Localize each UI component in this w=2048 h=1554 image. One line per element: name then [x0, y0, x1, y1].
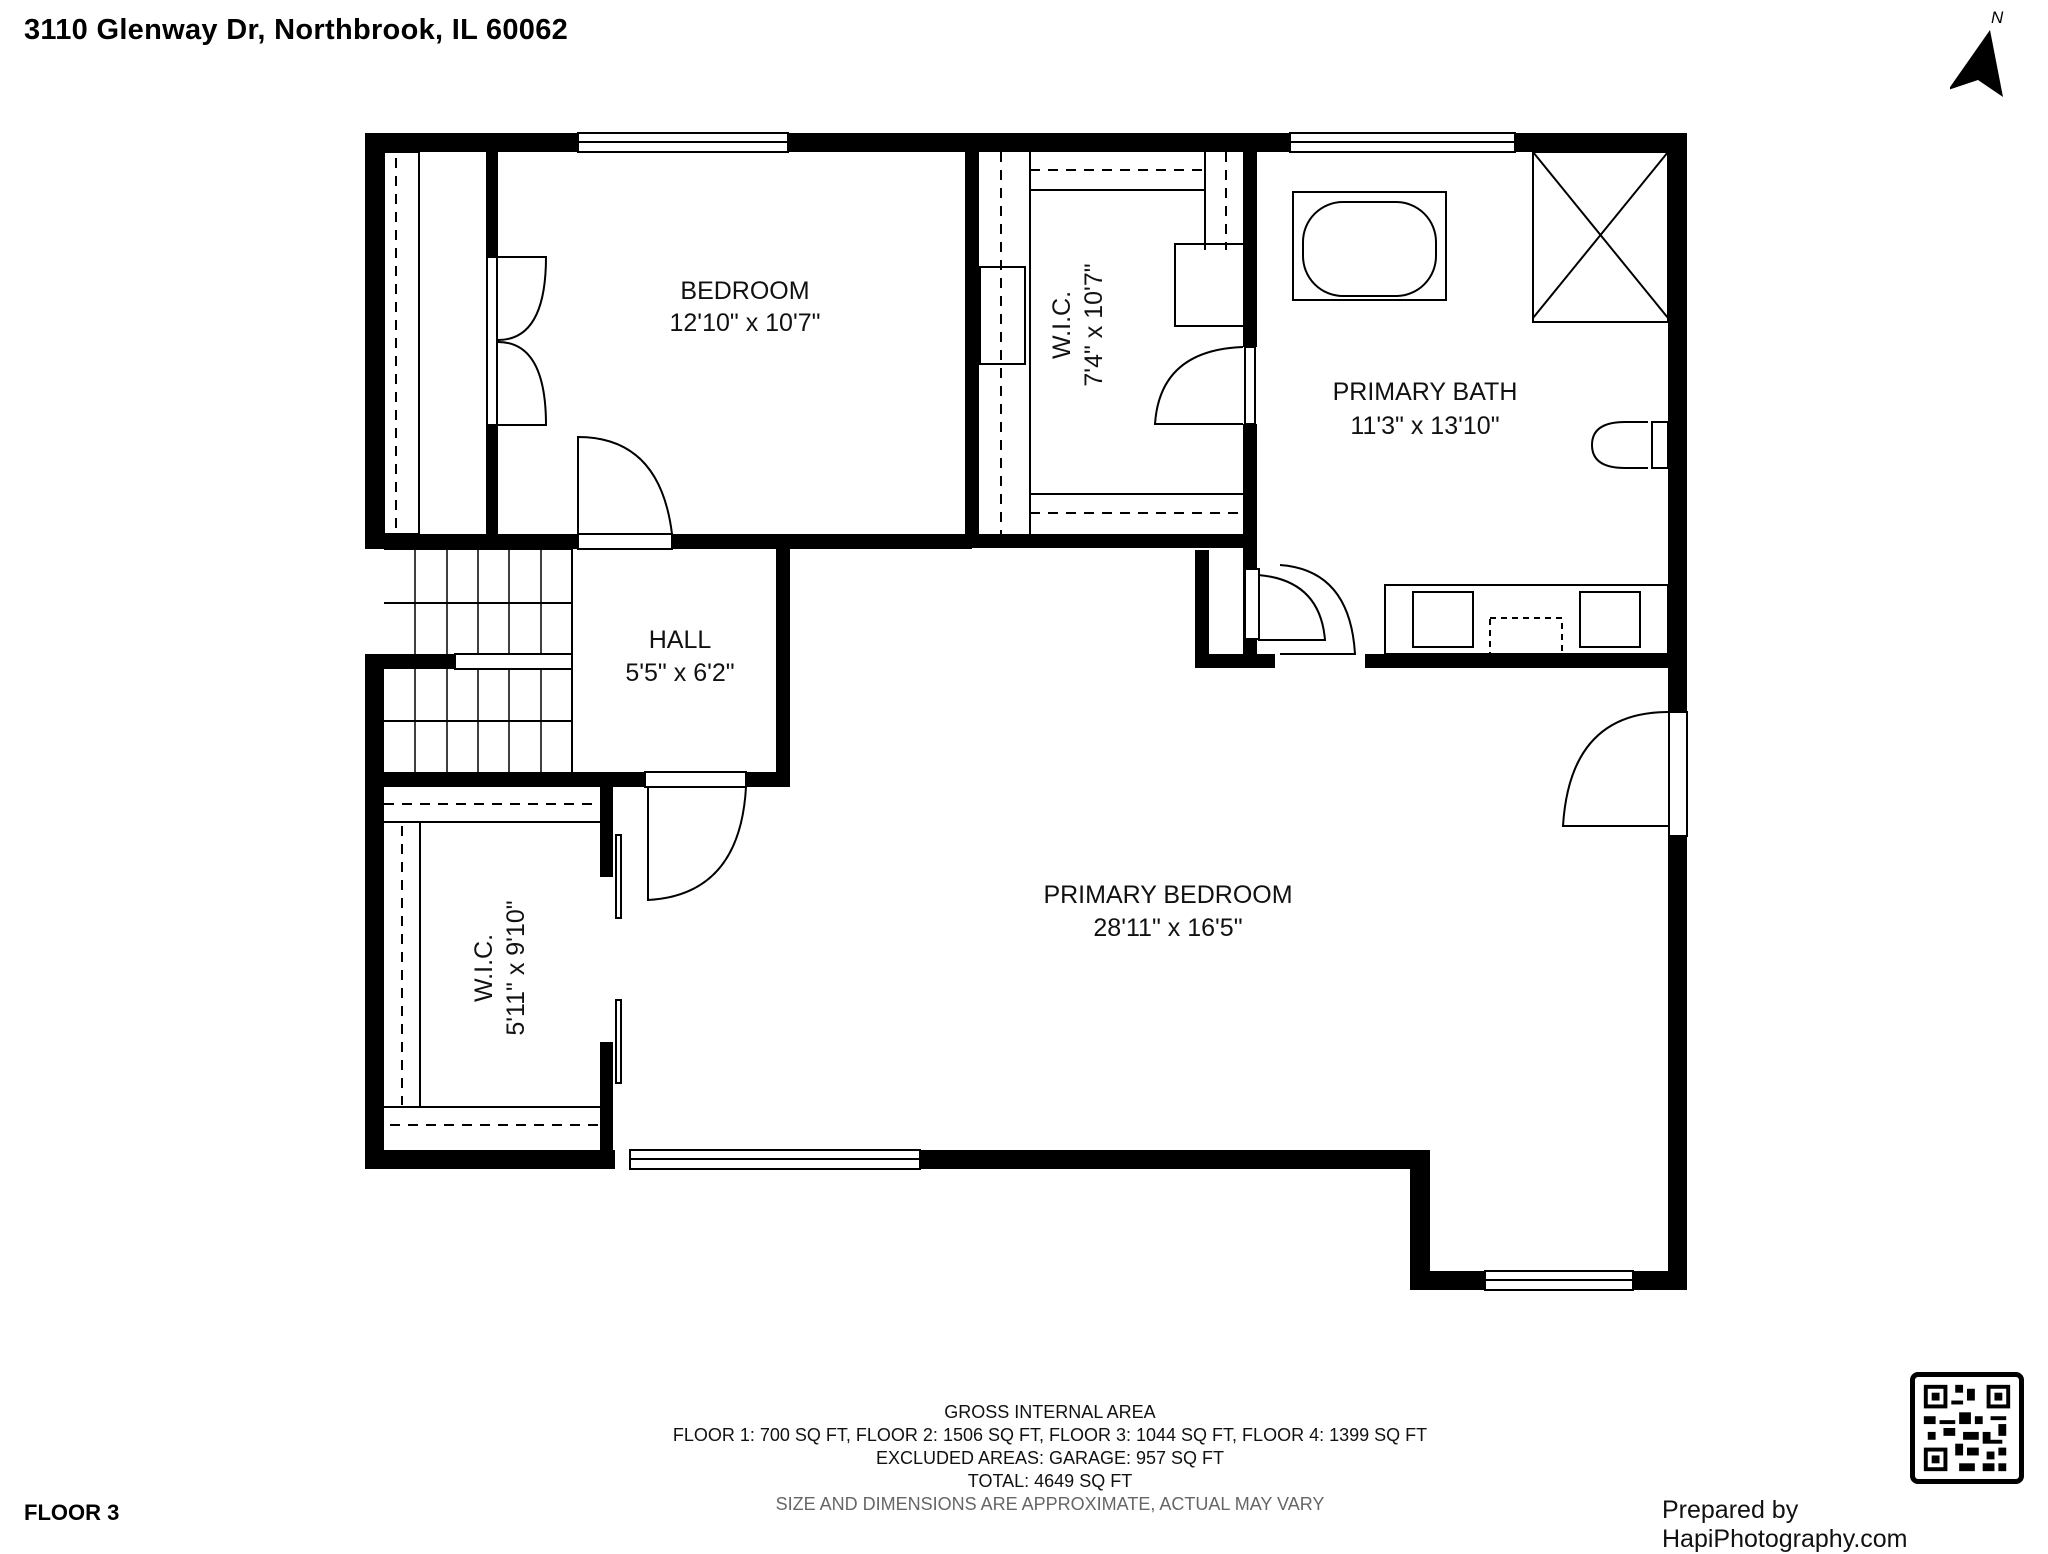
gia-title: GROSS INTERNAL AREA	[944, 1402, 1156, 1422]
room-dims-wic-1: 7'4" x 10'7"	[1080, 263, 1108, 386]
prepared-by-credit: Prepared by HapiPhotography.com	[1662, 1496, 1908, 1553]
gia-floors: FLOOR 1: 700 SQ FT, FLOOR 2: 1506 SQ FT,…	[672, 1425, 1428, 1445]
gia-total: TOTAL: 4649 SQ FT	[967, 1471, 1133, 1491]
compass-north-label: N	[1991, 8, 2004, 27]
room-name-primary-bedroom: PRIMARY BEDROOM	[1043, 881, 1292, 909]
qr-code-icon[interactable]	[1910, 1372, 2024, 1484]
room-name-bedroom: BEDROOM	[680, 277, 809, 305]
gia-disclaimer: SIZE AND DIMENSIONS ARE APPROXIMATE, ACT…	[775, 1494, 1325, 1514]
room-dims-bedroom: 12'10" x 10'7"	[669, 309, 820, 337]
room-dims-primary-bath: 11'3" x 13'10"	[1350, 412, 1499, 440]
windows	[577, 132, 1634, 1291]
gia-excluded: EXCLUDED AREAS: GARAGE: 957 SQ FT	[875, 1448, 1225, 1468]
room-labels: BEDROOM 12'10" x 10'7" W.I.C. 7'4" x 10'…	[470, 263, 1517, 1035]
room-dims-hall: 5'5" x 6'2"	[625, 659, 734, 687]
room-dims-wic-2: 5'11" x 9'10"	[502, 900, 530, 1035]
floor-label: FLOOR 3	[24, 1500, 120, 1525]
fixtures	[383, 151, 1688, 1126]
room-name-hall: HALL	[649, 626, 712, 654]
room-name-wic-2: W.I.C.	[470, 934, 498, 1002]
room-dims-primary-bedroom: 28'11" x 16'5"	[1093, 914, 1242, 942]
north-arrow-icon	[1950, 30, 2003, 97]
property-address: 3110 Glenway Dr, Northbrook, IL 60062	[24, 14, 569, 46]
room-name-primary-bath: PRIMARY BATH	[1333, 378, 1518, 406]
room-name-wic-1: W.I.C.	[1048, 291, 1076, 359]
walls	[365, 133, 1687, 1290]
gross-internal-area: GROSS INTERNAL AREA FLOOR 1: 700 SQ FT, …	[600, 1401, 1500, 1516]
